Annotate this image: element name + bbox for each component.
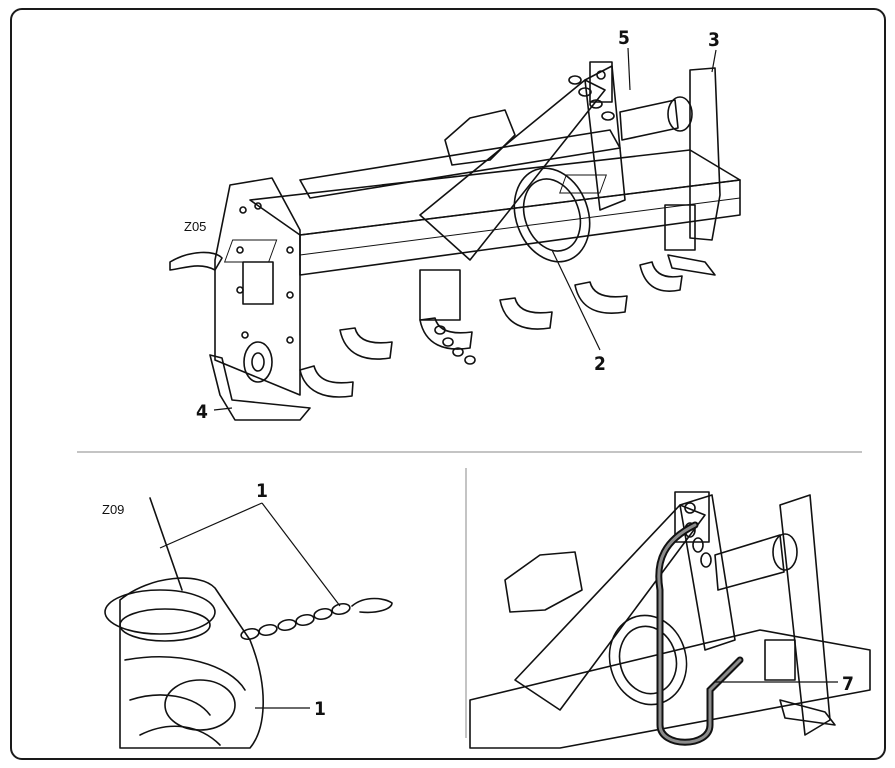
pto-guard-figure: 1 1 Z09: [102, 480, 393, 749]
guard-chain: [240, 597, 393, 641]
callout-4: 4: [196, 401, 208, 423]
tower-support-figure: 7: [469, 491, 871, 749]
callout-5: 5: [618, 27, 630, 49]
callout-3: 3: [708, 29, 720, 51]
callout-1-top: 1: [256, 480, 268, 502]
tower-chain: [684, 522, 712, 568]
figure-code-z05: Z05: [184, 219, 206, 234]
figure-code-z09: Z09: [102, 502, 124, 517]
skid: [209, 354, 311, 421]
top-chain: [568, 75, 615, 121]
callout-7: 7: [842, 673, 854, 695]
side-plate-bolts: [236, 202, 294, 344]
tiller-overview-figure: 5 3 2 4 Z05: [169, 27, 741, 423]
support-hook: [655, 521, 744, 746]
callout-2: 2: [594, 353, 606, 375]
callout-1-bottom: 1: [314, 698, 326, 720]
side-chain: [434, 325, 476, 365]
tiller-blades: [299, 261, 683, 398]
